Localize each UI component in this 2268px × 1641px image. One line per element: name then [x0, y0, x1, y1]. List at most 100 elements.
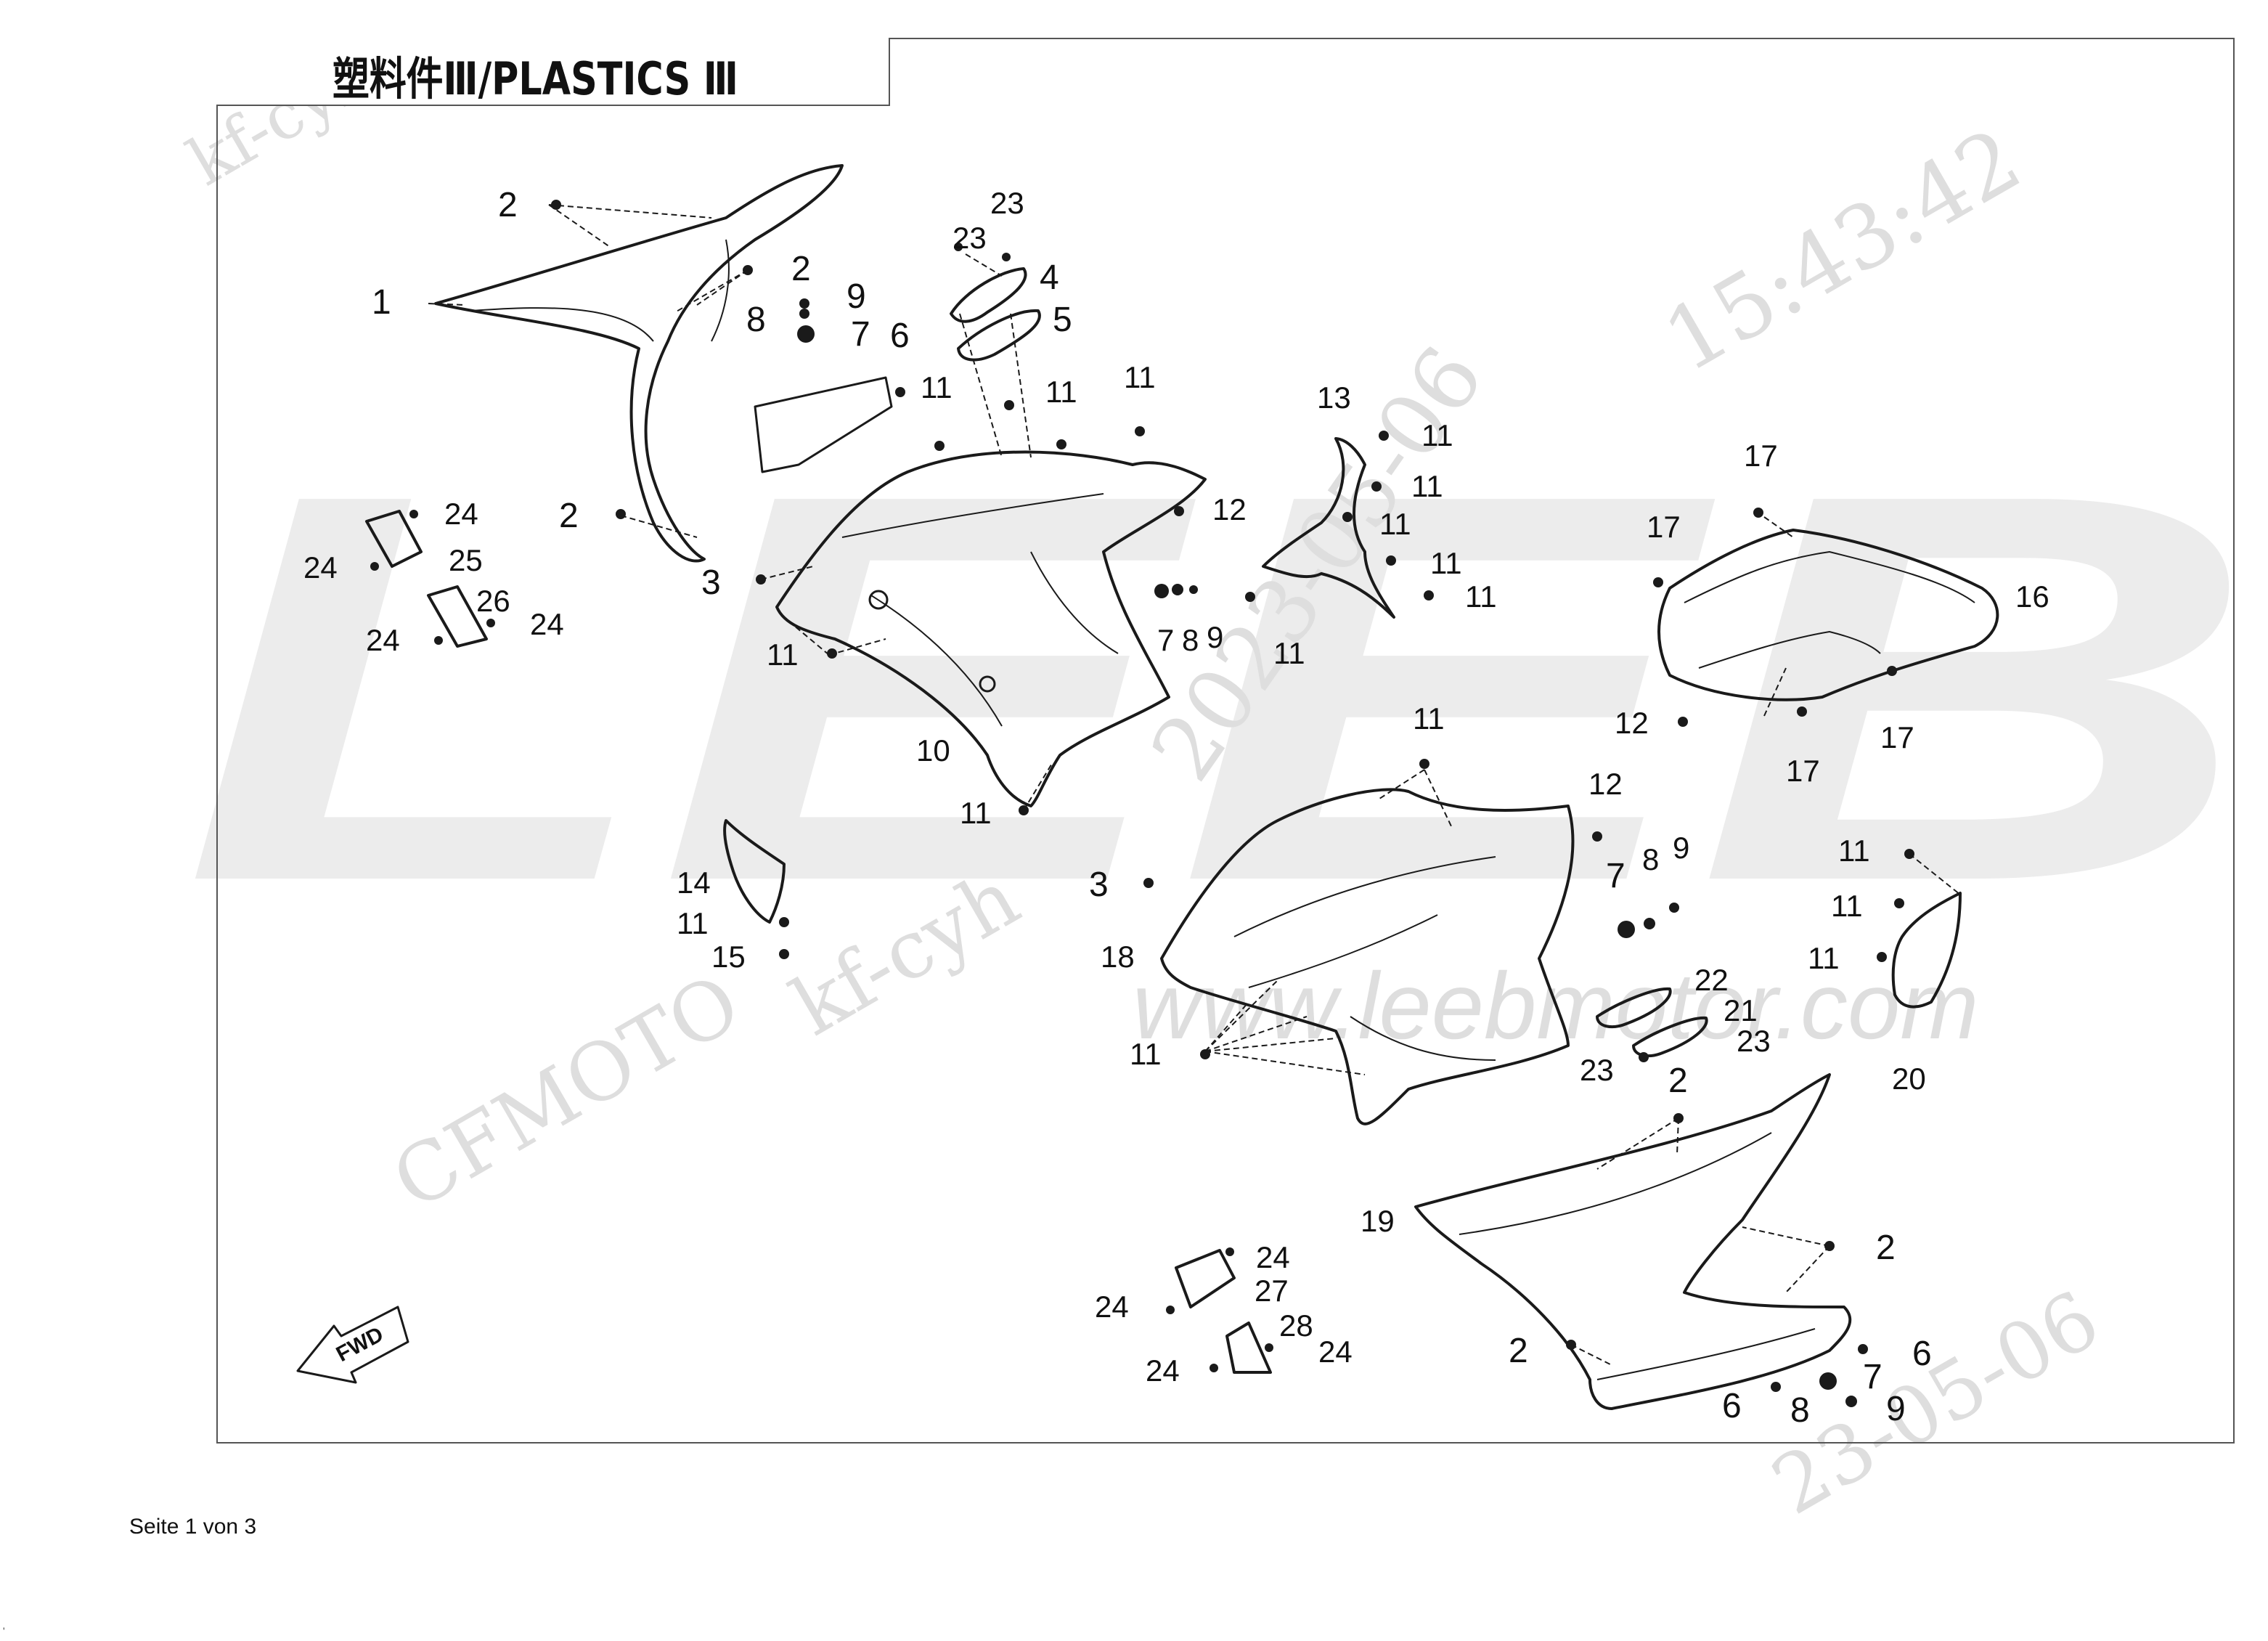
- callout-24: 24: [303, 550, 338, 585]
- callout-11: 11: [921, 370, 953, 404]
- callout-8: 8: [1790, 1391, 1810, 1430]
- part-1-upper-panel: [434, 164, 844, 563]
- part-5-vent: [957, 309, 1041, 362]
- callout-1: 1: [372, 283, 391, 322]
- callout-24: 24: [1256, 1240, 1290, 1274]
- part-26-grille: [427, 585, 488, 648]
- callout-10: 10: [916, 733, 950, 767]
- callout-9: 9: [847, 277, 866, 316]
- callout-25: 25: [449, 543, 483, 577]
- part-19-fairing: [1414, 1073, 1852, 1410]
- callout-17: 17: [1744, 439, 1778, 473]
- part-1-bracket: [754, 376, 893, 473]
- part-20-small-cover: [1891, 892, 1962, 1009]
- callout-11: 11: [1838, 834, 1870, 868]
- callout-17: 17: [1786, 754, 1820, 788]
- callout-11: 11: [1831, 889, 1863, 923]
- callout-2: 2: [1668, 1062, 1688, 1100]
- callout-7: 7: [851, 315, 870, 354]
- callout-2: 2: [791, 250, 811, 288]
- callout-11: 11: [677, 906, 709, 940]
- part-10-inner-panel: [775, 450, 1207, 807]
- callout-24: 24: [530, 607, 564, 641]
- page-footer: Seite 1 von 3: [129, 1515, 257, 1539]
- callout-24: 24: [1095, 1290, 1129, 1324]
- part-18-lower-panel: [1160, 788, 1575, 1125]
- callout-6: 6: [1912, 1335, 1932, 1373]
- callout-22: 22: [1694, 963, 1729, 997]
- callout-11: 11: [1124, 360, 1156, 394]
- callout-11: 11: [1379, 507, 1411, 541]
- part-21-vent: [1632, 1016, 1708, 1058]
- callout-14: 14: [677, 866, 711, 900]
- callout-12: 12: [1212, 492, 1247, 526]
- callout-13: 13: [1317, 380, 1351, 415]
- callout-26: 26: [476, 584, 510, 618]
- callout-7-upper: 7: [1157, 623, 1174, 657]
- callout-11: 11: [960, 796, 992, 830]
- callout-9: 9: [1207, 620, 1223, 654]
- corner-mark: ': [3, 1625, 5, 1637]
- callout-24: 24: [366, 623, 400, 657]
- callout-6: 6: [890, 317, 910, 355]
- part-4-vent: [950, 267, 1027, 323]
- callout-18: 18: [1101, 940, 1135, 974]
- fwd-arrow-icon: [296, 1306, 409, 1384]
- callout-11: 11: [1273, 636, 1305, 670]
- callout-2: 2: [1876, 1229, 1896, 1267]
- callout-20: 20: [1892, 1062, 1926, 1096]
- callout-3: 3: [1089, 866, 1109, 904]
- callout-17: 17: [1880, 720, 1914, 754]
- diagram-title: 塑料件Ⅲ/PLASTICS Ⅲ: [333, 52, 738, 105]
- part-28-grille: [1225, 1322, 1272, 1374]
- callout-4: 4: [1040, 258, 1059, 297]
- callout-11: 11: [1430, 546, 1462, 580]
- callout-17: 17: [1647, 510, 1681, 544]
- callout-2: 2: [498, 186, 518, 224]
- callout-11: 11: [1421, 418, 1453, 452]
- diagram-frame: [216, 38, 2235, 1443]
- part-14-bracket: [723, 819, 786, 924]
- callout-11: 11: [1045, 375, 1077, 409]
- callout-9: 9: [1673, 831, 1689, 865]
- fasteners: [370, 200, 1914, 1407]
- callout-11: 11: [1411, 469, 1443, 503]
- callout-24: 24: [1146, 1353, 1180, 1388]
- callout-2: 2: [559, 497, 579, 535]
- callout-8: 8: [1642, 842, 1659, 876]
- callout-15: 15: [711, 940, 746, 974]
- callout-12: 12: [1615, 706, 1649, 740]
- callout-9: 9: [1886, 1390, 1906, 1428]
- callout-23: 23: [953, 221, 987, 255]
- callout-11: 11: [1130, 1037, 1162, 1071]
- callout-2: 2: [1509, 1332, 1528, 1370]
- callout-7: 7: [1863, 1358, 1882, 1396]
- fwd-label: FWD: [333, 1322, 388, 1367]
- callout-11: 11: [1413, 701, 1445, 736]
- callout-16: 16: [2015, 579, 2049, 614]
- callout-11: 11: [1808, 941, 1840, 975]
- part-16-tail-cover: [1657, 529, 1999, 701]
- callout-27: 27: [1255, 1274, 1289, 1308]
- callout-19: 19: [1361, 1204, 1395, 1238]
- callout-8: 8: [1182, 623, 1199, 657]
- callout-7: 7: [1606, 857, 1625, 895]
- callout-28: 28: [1279, 1308, 1313, 1343]
- callout-3: 3: [701, 563, 721, 602]
- callout-24: 24: [1318, 1335, 1353, 1369]
- callout-23: 23: [1580, 1053, 1614, 1087]
- callout-11: 11: [1465, 579, 1497, 614]
- callout-labels: 1 2 2 2 3 4 5 6 7 8 9 10 11 11 11 11 11 …: [303, 186, 2049, 1430]
- watermark-brand-letters: LEEB: [181, 380, 2258, 996]
- part-13-bracket: [1262, 437, 1395, 619]
- title-box: 塑料件Ⅲ/PLASTICS Ⅲ: [216, 38, 890, 106]
- callout-8: 8: [746, 301, 766, 339]
- part-22-vent: [1596, 987, 1672, 1029]
- callout-12: 12: [1588, 767, 1623, 801]
- leader-lines: [428, 204, 1961, 1366]
- part-27-grille: [1175, 1249, 1236, 1308]
- part-25-grille: [365, 510, 423, 568]
- callout-11: 11: [767, 638, 799, 672]
